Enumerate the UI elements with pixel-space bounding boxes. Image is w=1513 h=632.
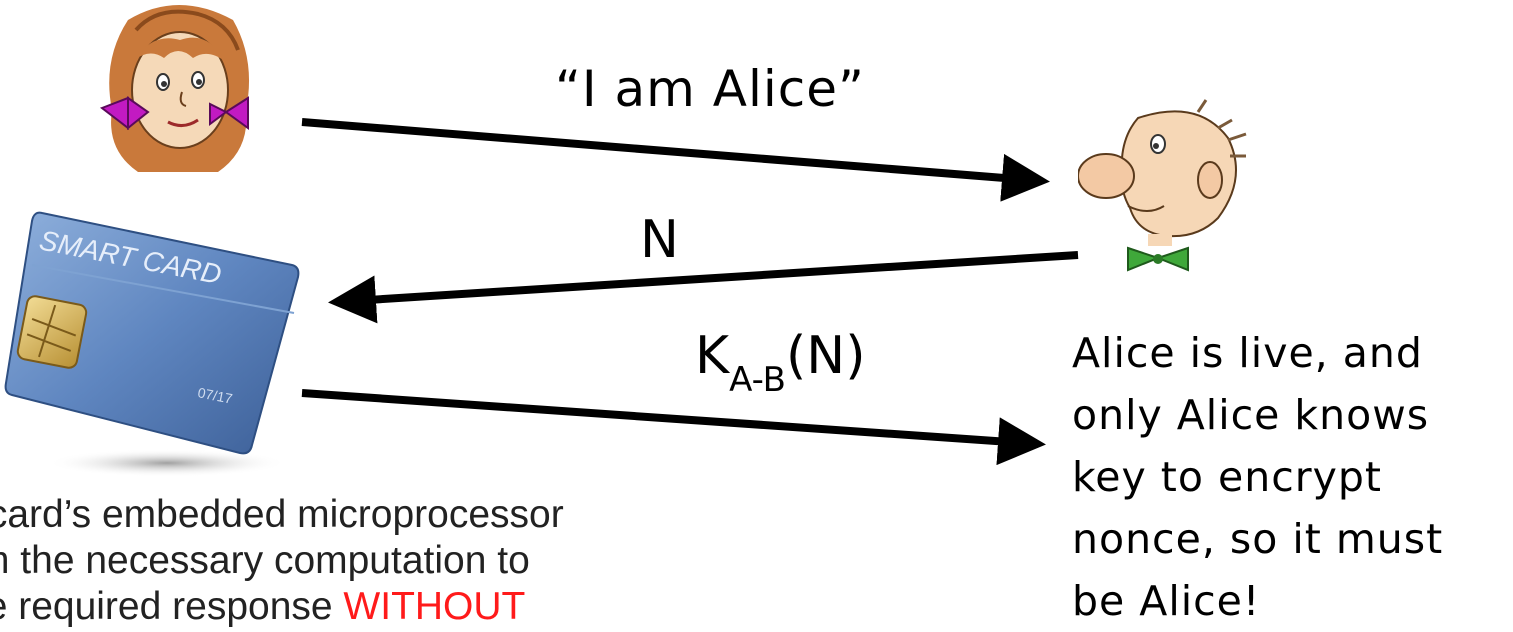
card-expiry: 07/17: [196, 384, 234, 406]
key-subscript: A-B: [729, 360, 787, 400]
bob-icon: [1078, 99, 1247, 272]
smart-card-icon: SMART CARD 07/17: [4, 211, 300, 477]
footnote-line: rm the necessary computation to: [0, 539, 530, 582]
footnote-line: rtcard’s embedded microprocessor: [0, 493, 564, 536]
conclusion-line: key to encrypt: [1072, 453, 1382, 501]
key-symbol: K: [695, 326, 730, 386]
nonce-message-label: N: [640, 210, 679, 270]
conclusion-line: be Alice!: [1072, 577, 1261, 625]
footnote-line: he required response WITHOUT: [0, 584, 724, 630]
footnote-line-start: he required response: [0, 585, 344, 628]
nonce-argument: (N): [786, 326, 866, 386]
conclusion-line: Alice is live, and: [1072, 329, 1423, 377]
arrow-bob-to-card: [328, 251, 1079, 324]
conclusion-line: nonce, so it must: [1072, 515, 1444, 563]
claim-message-label: “I am Alice”: [555, 60, 865, 118]
conclusion-line: only Alice knows: [1072, 391, 1430, 439]
alice-icon: [99, 5, 250, 172]
arrow-alice-to-bob: [301, 118, 1050, 202]
conclusion-text: Alice is live, and only Alice knows key …: [1072, 322, 1512, 632]
footnote-highlight: WITHOUT: [343, 585, 526, 628]
smartcard-footnote: rtcard’s embedded microprocessor rm the …: [0, 492, 724, 630]
encrypted-nonce-label: KA-B(N): [695, 326, 866, 400]
arrow-card-to-bob: [301, 389, 1046, 466]
